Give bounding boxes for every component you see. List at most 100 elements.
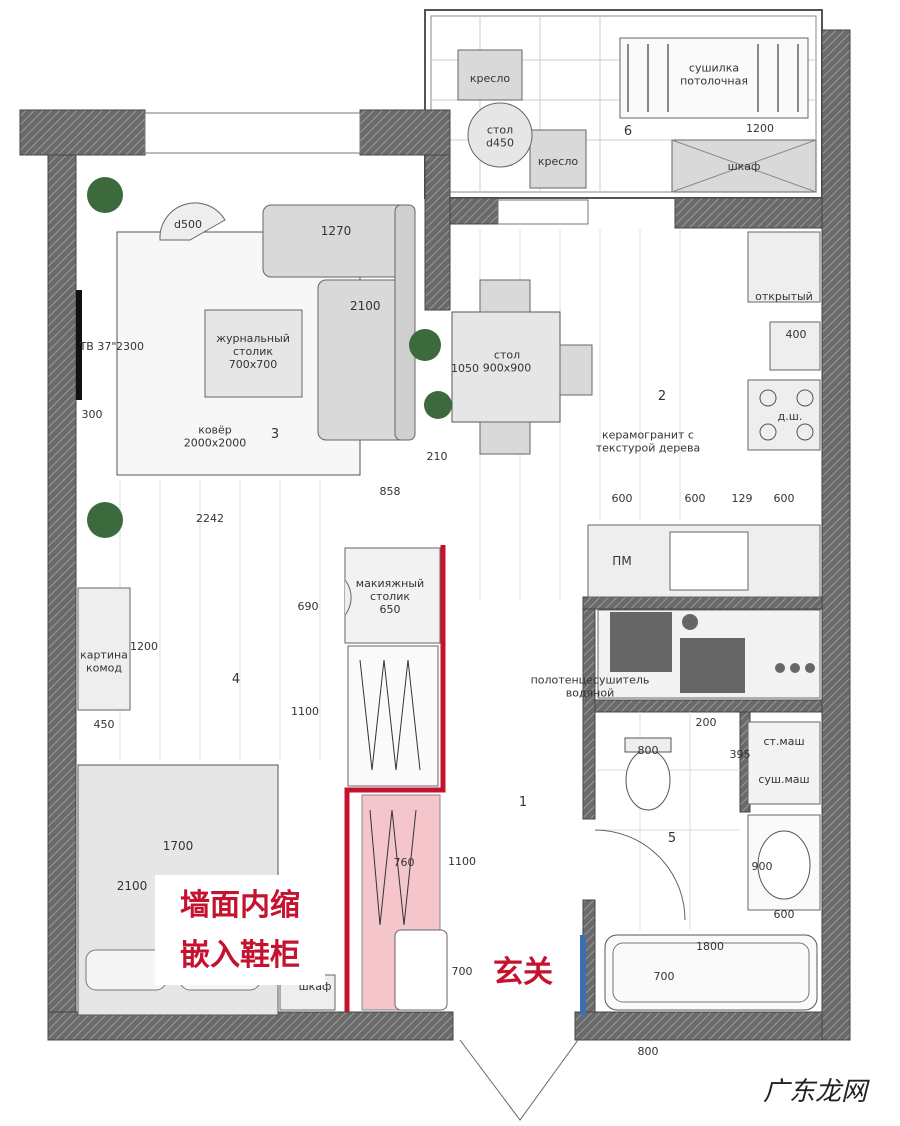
kitchen-chair [479,279,531,313]
dim-800-toilet: 800 [638,744,659,757]
dim-200: 200 [696,716,717,729]
entry-mirror [580,935,586,1015]
washer-dryer [747,721,821,805]
open-cabinet [747,231,821,303]
dim-sofa-width: 1270 [321,224,352,238]
label-pm: ПМ [612,554,631,568]
kitchen-chair [479,421,531,455]
watermark: 广东龙网 [763,1077,870,1107]
sink [669,531,749,591]
plant-icon [409,329,441,361]
entry-door [459,1039,579,1121]
annotation-line1: 墙面内缩 [180,888,300,923]
bath-door-swing [594,829,686,921]
dim-858: 858 [380,485,401,498]
room-number-2: 2 [658,389,666,404]
bath-sink [757,830,811,900]
dim-tub-width: 700 [654,970,675,983]
dim-395: 395 [730,748,751,761]
dim-690: 690 [298,600,319,613]
vanity-table [344,547,441,644]
tv [76,290,82,400]
cooktop [610,612,672,672]
label-chair-2: кресло [538,155,578,168]
dim-760: 760 [394,856,415,869]
ceiling-dryer [619,37,809,119]
dim-600-bath: 600 [774,908,795,921]
plant-icon [424,391,452,419]
dim-2300: 2300 [116,340,144,353]
room-number-3: 3 [271,427,279,442]
sofa [262,204,416,441]
dim-1200: 1200 [746,122,774,135]
dim-800-bath: 800 [638,1045,659,1058]
dim-600-b: 600 [685,492,706,505]
toilet [625,749,671,811]
bathtub [604,934,818,1011]
dishwasher [747,379,821,451]
pouf [394,929,448,1011]
dim-bed-width: 1700 [163,839,194,853]
room-number-1: 1 [519,795,527,810]
floor-lamp [159,202,226,241]
plant-icon [87,502,123,538]
dim-210: 210 [427,450,448,463]
dim-1050: 1050 [451,362,479,375]
dim-129: 129 [732,492,753,505]
room-number-4: 4 [232,672,240,687]
dim-1100-hall: 1100 [448,855,476,868]
closet [347,645,439,787]
plant-icon [87,177,123,213]
entrance-label: 玄关 [493,955,553,990]
dim-600-c: 600 [774,492,795,505]
annotation-bg [155,875,325,985]
oven [680,638,745,693]
dim-1100-bed: 1100 [291,705,319,718]
dim-sofa-height: 2100 [350,299,381,313]
balcony-table [467,102,533,168]
label-open: открытый [755,290,813,303]
label-dryer-machine: суш.маш [758,773,809,786]
kitchen-table [451,311,561,423]
room-number-5: 5 [668,831,676,846]
balcony-chair-2 [529,129,587,189]
dim-700-hall: 700 [452,965,473,978]
walls [19,29,851,1041]
room-number-6: 6 [624,124,632,139]
entrance-bg [478,945,568,995]
dim-1200-bed: 1200 [130,640,158,653]
kitchen-window [497,199,589,225]
label-tv: ТВ 37" [79,340,117,353]
recessed-wall-highlight [344,545,446,1012]
dim-300: 300 [82,408,103,421]
annotation-line2: 嵌入鞋柜 [180,938,300,973]
dresser [77,587,131,711]
label-lamp: d500 [174,218,202,231]
label-chair-1: кресло [470,72,510,85]
dim-tub-length: 1800 [696,940,724,953]
dim-2242: 2242 [196,512,224,525]
balcony-chair-1 [457,49,523,101]
label-wardrobe: шкаф [728,160,761,173]
balcony-area [424,9,823,199]
label-washer: ст.маш [763,735,804,748]
pillow [85,949,167,991]
dim-600-a: 600 [612,492,633,505]
dim-400: 400 [786,328,807,341]
dim-900: 900 [752,860,773,873]
dim-450: 450 [94,718,115,731]
kitchen-cabinet [769,321,821,371]
dim-bed-height: 2100 [117,879,148,893]
living-window [144,112,361,154]
